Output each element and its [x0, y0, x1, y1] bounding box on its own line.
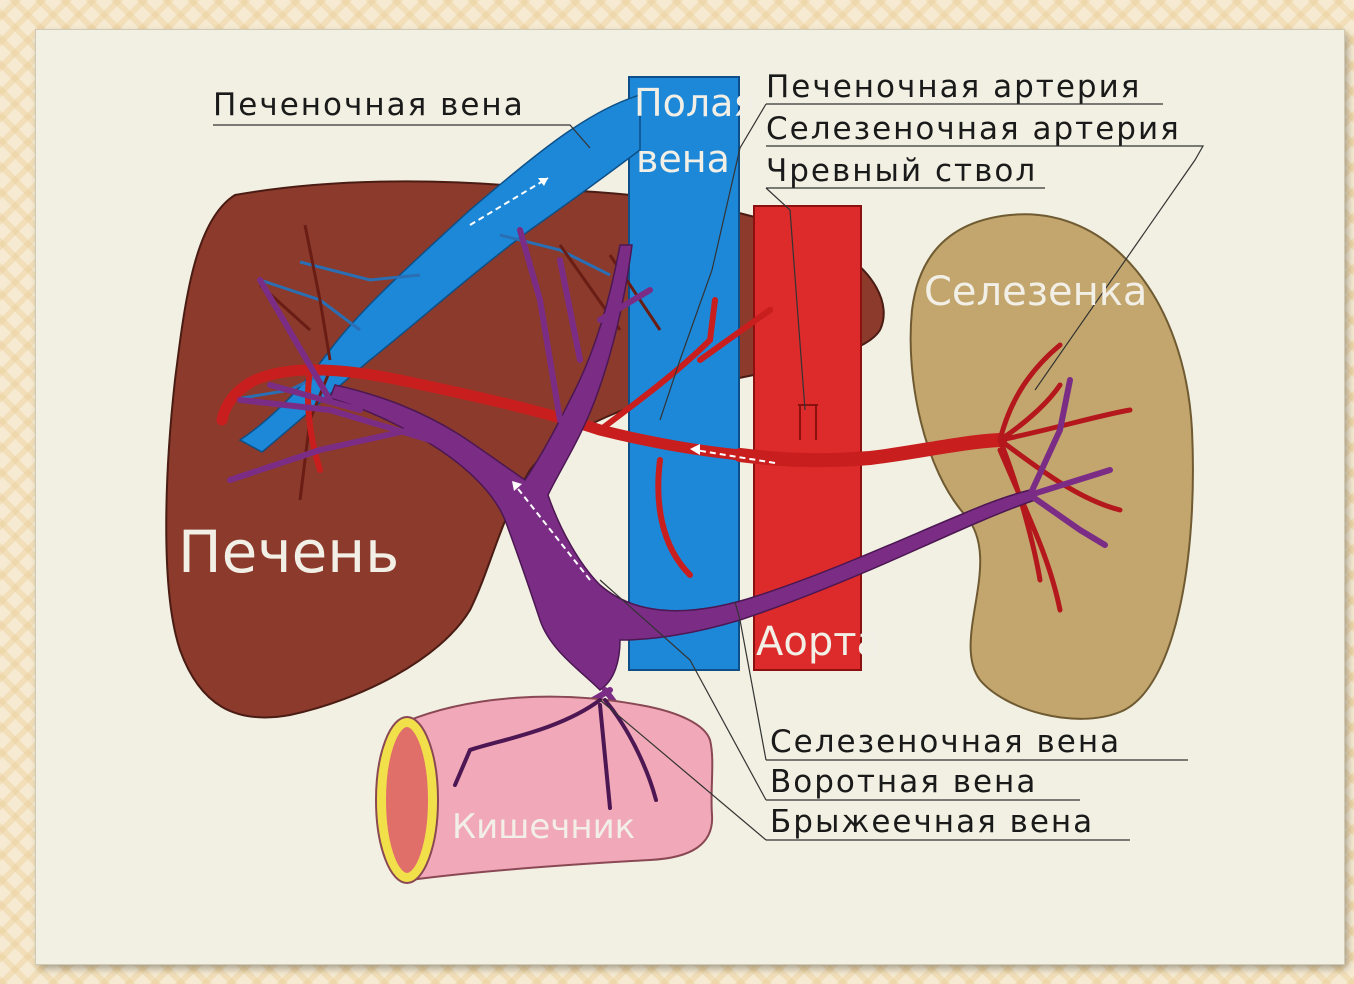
label-portal-vein: Воротная вена [770, 764, 1037, 800]
label-intestine: Кишечник [452, 807, 635, 847]
label-mesenteric-vein: Брыжеечная вена [770, 804, 1094, 840]
intestine-opening [381, 722, 433, 878]
label-spleen: Селезенка [924, 269, 1147, 315]
label-splenic-vein: Селезеночная вена [770, 724, 1121, 760]
label-aorta: Аорта [756, 619, 881, 665]
label-vena-cava-line2: вена [636, 137, 730, 181]
label-splenic-artery: Селезеночная артерия [766, 111, 1181, 147]
label-hepatic-artery: Печеночная артерия [766, 69, 1141, 105]
label-vena-cava-line1: Полая [634, 81, 756, 125]
label-hepatic-vein: Печеночная вена [213, 87, 525, 123]
label-liver: Печень [178, 518, 399, 586]
label-celiac-trunk: Чревный ствол [766, 153, 1037, 189]
